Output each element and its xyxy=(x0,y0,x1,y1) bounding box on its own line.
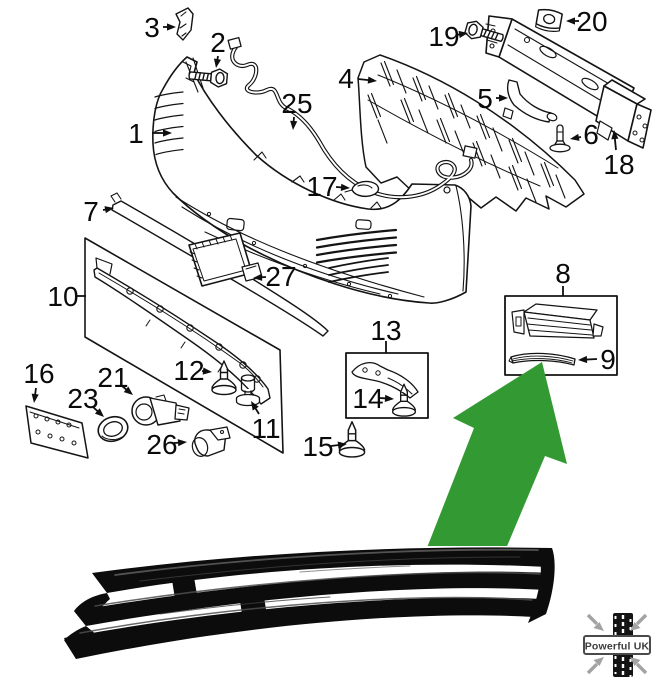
grille-left-cap-1 xyxy=(74,593,110,626)
svg-text:9: 9 xyxy=(600,344,616,375)
highlight-arrow xyxy=(421,362,567,589)
part-3-clip xyxy=(175,7,194,41)
svg-text:21: 21 xyxy=(97,362,128,393)
part-20-nut-icon xyxy=(535,8,563,32)
callout-17: 17 xyxy=(306,171,350,202)
callout-4: 4 xyxy=(338,63,377,94)
part-8-box xyxy=(504,295,618,376)
svg-text:17: 17 xyxy=(306,171,337,202)
svg-text:11: 11 xyxy=(251,413,280,444)
callout-14: 14 xyxy=(352,383,394,414)
callout-20: 20 xyxy=(566,6,608,37)
powerfuluk-logo: Powerful UK xyxy=(583,613,651,677)
callout-15: 15 xyxy=(302,431,347,462)
svg-text:15: 15 xyxy=(302,431,333,462)
svg-text:23: 23 xyxy=(67,383,98,414)
grille-bar-middle xyxy=(74,571,549,626)
svg-text:16: 16 xyxy=(23,358,54,389)
svg-text:12: 12 xyxy=(173,355,204,386)
part-13-box xyxy=(345,352,429,419)
part-21-parking-sensor xyxy=(131,394,190,426)
logo-text: Powerful UK xyxy=(585,641,650,653)
part-26-sensor xyxy=(191,426,231,457)
svg-text:7: 7 xyxy=(83,196,99,227)
svg-text:13: 13 xyxy=(370,315,401,346)
callout-18: 18 xyxy=(603,130,635,180)
part-23-grommet xyxy=(97,415,129,443)
svg-text:25: 25 xyxy=(281,88,312,119)
callout-10: 10 xyxy=(47,281,86,312)
callout-25: 25 xyxy=(281,88,313,130)
callout-21: 21 xyxy=(97,362,133,395)
svg-text:26: 26 xyxy=(146,429,177,460)
callout-23: 23 xyxy=(67,383,104,417)
part-4-energy-absorber xyxy=(357,54,585,212)
callout-27: 27 xyxy=(253,261,297,292)
part-16-plate-bracket xyxy=(25,405,89,459)
svg-text:1: 1 xyxy=(128,118,144,149)
svg-text:6: 6 xyxy=(583,119,599,150)
grille-end-cap xyxy=(528,548,555,623)
callout-16: 16 xyxy=(23,358,55,403)
callout-12: 12 xyxy=(173,355,212,386)
grille-bar-bottom xyxy=(64,597,541,659)
callout-7: 7 xyxy=(83,196,114,227)
svg-text:8: 8 xyxy=(555,258,571,289)
callout-2: 2 xyxy=(210,27,226,68)
part-17-clip xyxy=(344,180,380,198)
part-6-pin-icon xyxy=(549,124,571,153)
grille-left-cap-2 xyxy=(64,626,98,659)
part-18-impact-bar xyxy=(485,15,652,149)
svg-text:18: 18 xyxy=(603,149,634,180)
callout-1: 1 xyxy=(128,118,172,149)
logo-banner xyxy=(583,635,651,655)
grille-bar-top xyxy=(92,547,552,593)
svg-text:20: 20 xyxy=(576,6,607,37)
svg-text:3: 3 xyxy=(144,12,160,43)
svg-text:27: 27 xyxy=(265,261,296,292)
callout-19: 19 xyxy=(428,21,468,52)
part-27-radar-sensor xyxy=(188,232,263,287)
callout-26: 26 xyxy=(146,429,187,460)
svg-text:14: 14 xyxy=(352,383,383,414)
svg-text:4: 4 xyxy=(338,63,354,94)
callout-9: 9 xyxy=(578,344,616,375)
part-25-wire-harness xyxy=(227,36,478,200)
part-9-trim-strip xyxy=(508,352,576,366)
callout-11: 11 xyxy=(251,401,281,444)
svg-text:10: 10 xyxy=(47,281,78,312)
grille-strut-2 xyxy=(240,597,268,627)
grille-strut-1 xyxy=(172,577,198,605)
part-10-skid-plate xyxy=(93,257,271,405)
part-15-screw-icon xyxy=(338,420,366,458)
product-photo xyxy=(42,546,572,664)
svg-text:5: 5 xyxy=(477,83,493,114)
callout-8: 8 xyxy=(555,258,571,296)
part-8-vent-grille xyxy=(511,303,604,339)
part-5-bracket xyxy=(502,79,558,123)
part-1-bumper-cover xyxy=(152,56,472,304)
callout-3: 3 xyxy=(144,12,176,43)
svg-text:2: 2 xyxy=(210,27,226,58)
callout-5: 5 xyxy=(477,83,508,114)
svg-text:19: 19 xyxy=(428,21,459,52)
callout-13: 13 xyxy=(370,315,402,353)
callout-6: 6 xyxy=(570,119,599,150)
